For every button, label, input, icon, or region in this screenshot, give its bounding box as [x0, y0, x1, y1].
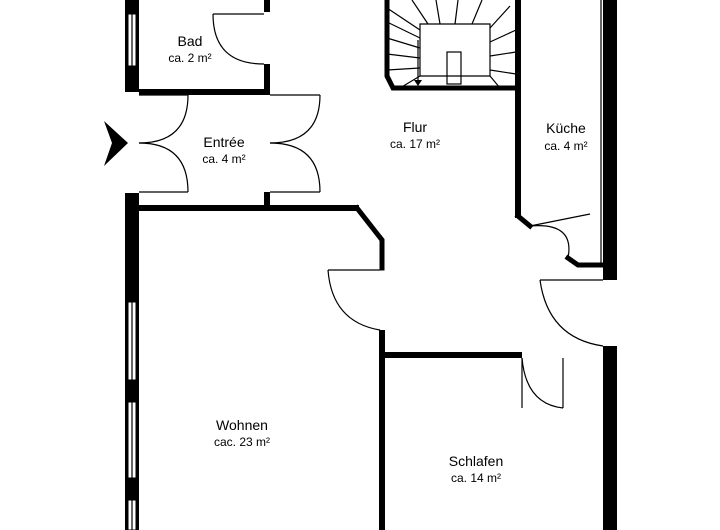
entrance-door[interactable] [138, 94, 189, 193]
room-flur: Flur ca. 17 m² [390, 119, 440, 151]
room-name: Entrée [203, 134, 244, 150]
corridor-door[interactable] [539, 279, 604, 347]
bad-walls [139, 0, 270, 95]
entree-walls [139, 192, 359, 211]
room-name: Bad [178, 33, 203, 49]
room-area: ca. 17 m² [390, 137, 440, 151]
room-name: Schlafen [449, 453, 503, 469]
kueche-door[interactable] [529, 213, 591, 259]
wohnen-walls [353, 204, 385, 530]
room-area: cac. 23 m² [214, 435, 270, 449]
schlafen-walls [382, 346, 617, 530]
room-name: Küche [546, 120, 586, 136]
bad-door[interactable] [212, 13, 265, 65]
room-area: ca. 4 m² [544, 139, 587, 153]
room-name: Wohnen [216, 417, 268, 433]
room-schlafen: Schlafen ca. 14 m² [449, 453, 503, 485]
room-kueche: Küche ca. 4 m² [544, 120, 587, 153]
room-entree: Entrée ca. 4 m² [202, 134, 245, 166]
room-bad: Bad ca. 2 m² [168, 33, 211, 65]
entrance-arrow-icon [104, 121, 128, 166]
room-area: ca. 14 m² [451, 471, 501, 485]
room-name: Flur [403, 119, 427, 135]
staircase-icon [384, 0, 519, 91]
kueche-walls [514, 0, 617, 280]
entree-door[interactable] [269, 94, 321, 193]
schlafen-door[interactable] [521, 357, 564, 409]
left-windows [127, 13, 137, 530]
wohnen-door[interactable] [327, 269, 381, 331]
room-wohnen: Wohnen cac. 23 m² [214, 417, 270, 449]
room-area: ca. 2 m² [168, 51, 211, 65]
room-area: ca. 4 m² [202, 152, 245, 166]
